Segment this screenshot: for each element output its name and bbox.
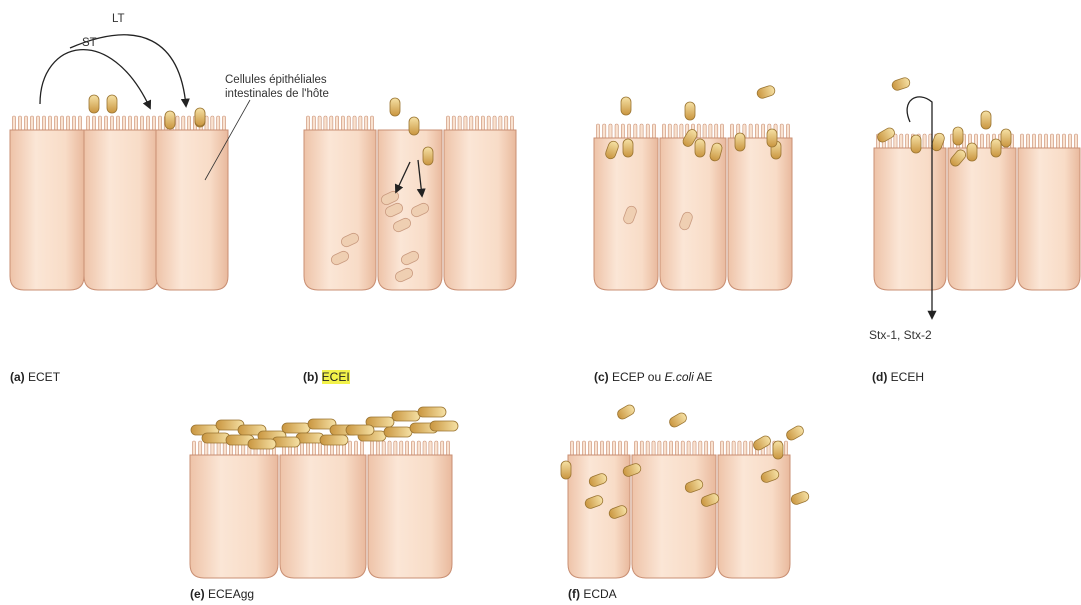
bacterium-e-aggregate <box>282 423 310 433</box>
bacterium-f <box>561 461 571 479</box>
bacterium-c <box>621 97 631 115</box>
host-cells-label-line1: Cellules épithéliales <box>225 73 329 87</box>
epithelial-cell <box>718 455 790 578</box>
bacterium-d <box>991 139 1001 157</box>
toxin-lt-label: LT <box>112 12 125 26</box>
bacterium-f <box>668 411 689 429</box>
bacterium-a <box>89 95 99 113</box>
bacterium-c <box>735 133 745 151</box>
epithelial-cell <box>444 130 516 290</box>
bacterium-c <box>685 102 695 120</box>
epithelial-cell <box>156 130 228 290</box>
bacterium-e-aggregate <box>392 411 420 421</box>
host-cells-label-line2: intestinales de l'hôte <box>225 87 329 101</box>
bacterium-e-aggregate <box>418 407 446 417</box>
cell-e-1 <box>190 441 278 578</box>
epithelial-cell <box>84 130 158 290</box>
cells-layer <box>10 116 1080 578</box>
epithelial-cell <box>948 148 1016 290</box>
bacterium-e-aggregate <box>430 421 458 431</box>
cell-d-3 <box>1018 134 1080 290</box>
bacterium-d <box>891 76 911 91</box>
cell-d-1 <box>874 134 946 290</box>
shiga-toxins-label: Stx-1, Stx-2 <box>869 328 932 342</box>
caption-panel-b: (b) ECEI <box>303 370 350 384</box>
caption-panel-c: (c) ECEP ou E.coli AE <box>594 370 713 384</box>
bacterium-e-aggregate <box>248 439 276 449</box>
host-cells-label: Cellules épithéliales intestinales de l'… <box>225 73 329 101</box>
highlighted-name: ECEI <box>322 370 350 384</box>
bacterium-c <box>623 139 633 157</box>
bacterium-d <box>1001 129 1011 147</box>
cell-a-2 <box>84 116 158 290</box>
bacterium-c <box>767 129 777 147</box>
bacterium-d <box>911 135 921 153</box>
cell-a-3 <box>156 116 228 290</box>
bacterium-f <box>773 441 783 459</box>
bacterium <box>390 98 400 116</box>
cell-e-3 <box>368 441 452 578</box>
epithelial-cell <box>10 130 84 290</box>
bacterium-a <box>165 111 175 129</box>
epithelial-cell <box>190 455 278 578</box>
bacterium-e-aggregate <box>384 427 412 437</box>
epithelial-cell <box>280 455 366 578</box>
bacterium-d <box>967 143 977 161</box>
caption-panel-f: (f) ECDA <box>568 587 617 601</box>
caption-panel-a: (a) ECET <box>10 370 60 384</box>
bacterium-f <box>785 424 806 442</box>
cell-a-1 <box>10 116 84 290</box>
bacterium-d <box>981 111 991 129</box>
bacterium-a <box>195 108 205 126</box>
bacterium-a <box>107 95 117 113</box>
bacterium-e-aggregate <box>320 435 348 445</box>
bacterium-c <box>695 139 705 157</box>
bacterium <box>409 117 419 135</box>
bacterium-c <box>756 84 776 99</box>
bacterium-d <box>953 127 963 145</box>
bacterium-f <box>616 403 637 421</box>
epithelial-cell <box>304 130 376 290</box>
epithelial-cell <box>1018 148 1080 290</box>
cell-f-2 <box>632 441 716 578</box>
epithelial-cell <box>728 138 792 290</box>
caption-panel-d: (d) ECEH <box>872 370 924 384</box>
cell-b-3 <box>444 116 516 290</box>
epithelial-cell <box>368 455 452 578</box>
toxin-st-label: ST <box>82 36 97 50</box>
bacterium-f <box>790 490 810 506</box>
epithelial-cell <box>874 148 946 290</box>
epithelial-cell <box>632 455 716 578</box>
cell-e-2 <box>280 441 366 578</box>
cell-f-3 <box>718 441 790 578</box>
bacterium <box>423 147 433 165</box>
caption-panel-e: (e) ECEAgg <box>190 587 254 601</box>
bacterium-e-aggregate <box>346 425 374 435</box>
